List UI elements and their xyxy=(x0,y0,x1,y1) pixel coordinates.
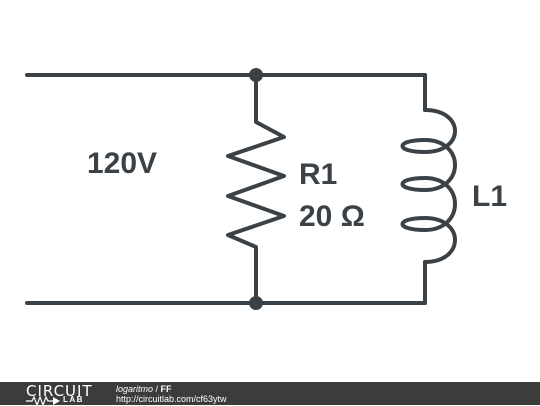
inductor-name-label: L1 xyxy=(472,180,507,213)
logo-resistor-icon xyxy=(26,396,60,406)
logo-text-lab: LAB xyxy=(63,395,84,404)
circuit-url[interactable]: http://circuitlab.com/cf63ytw xyxy=(116,394,227,404)
resistor-r1 xyxy=(226,103,286,264)
junction-top xyxy=(249,68,263,82)
inductor-l1 xyxy=(400,108,457,264)
circuit-title: FF xyxy=(160,384,172,394)
resistor-name-label: R1 xyxy=(299,158,337,191)
logo-text-circuit: CIRCUIT xyxy=(26,382,93,400)
circuit-meta: logaritmo / FF http://circuitlab.com/cf6… xyxy=(116,384,227,404)
author-link[interactable]: logaritmo xyxy=(116,384,154,394)
resistor-value-label: 20 Ω xyxy=(299,200,365,233)
meta-separator: / xyxy=(153,384,161,394)
junction-bottom xyxy=(249,296,263,310)
circuitlab-logo[interactable]: CIRCUIT LAB xyxy=(26,382,96,406)
source-voltage-label: 120V xyxy=(87,147,157,180)
circuit-schematic: 120V R1 20 Ω L1 xyxy=(25,68,507,310)
footer-bar: CIRCUIT LAB logaritmo / FF http://circui… xyxy=(0,382,540,406)
